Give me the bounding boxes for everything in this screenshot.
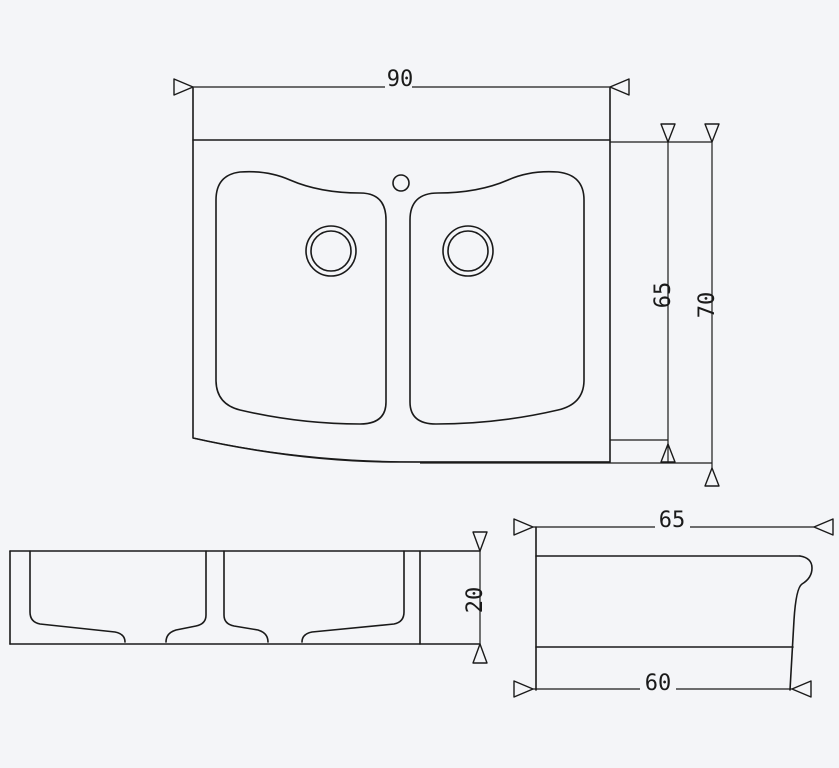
dim-20-label: 20 bbox=[463, 587, 488, 614]
front-divider bbox=[165, 550, 207, 643]
right-drain-inner bbox=[447, 230, 489, 272]
dim-90-arrow-left bbox=[173, 78, 194, 96]
front-left-basin bbox=[29, 550, 126, 643]
dim-20-arrow-top bbox=[472, 531, 488, 552]
left-drain-outer bbox=[305, 225, 357, 277]
dim-side-60-arrow-right bbox=[791, 680, 812, 698]
dim-70-label: 70 bbox=[695, 292, 720, 319]
dim-70-arrow-top bbox=[704, 123, 720, 143]
dim-65-arrow-bottom bbox=[660, 443, 676, 463]
dim-90-label: 90 bbox=[387, 67, 414, 92]
dim-65-label: 65 bbox=[651, 282, 676, 309]
faucet-hole bbox=[392, 174, 410, 192]
dim-side-60-arrow-left bbox=[513, 680, 534, 698]
side-view: 65 60 bbox=[513, 508, 834, 698]
dim-side-65-label: 65 bbox=[659, 508, 686, 533]
front-divider-right bbox=[223, 550, 269, 643]
side-view-front-profile bbox=[789, 555, 813, 691]
top-view: 90 65 70 bbox=[173, 67, 720, 487]
dim-90-arrow-right bbox=[609, 78, 630, 96]
right-drain-outer bbox=[442, 225, 494, 277]
left-basin bbox=[215, 170, 387, 425]
front-right-basin bbox=[301, 550, 405, 643]
dim-side-60-label: 60 bbox=[645, 671, 672, 696]
top-view-outline bbox=[192, 87, 611, 463]
left-drain-inner bbox=[310, 230, 352, 272]
right-basin bbox=[409, 170, 585, 425]
front-view: 20 bbox=[9, 531, 488, 664]
dim-side-65-arrow-left bbox=[513, 518, 534, 536]
dim-65-arrow-top bbox=[660, 123, 676, 143]
dim-side-65-arrow-right bbox=[813, 518, 834, 536]
dim-20-arrow-bottom bbox=[472, 643, 488, 664]
top-view-front-curve bbox=[192, 437, 610, 463]
dim-70-arrow-bottom bbox=[704, 467, 720, 487]
